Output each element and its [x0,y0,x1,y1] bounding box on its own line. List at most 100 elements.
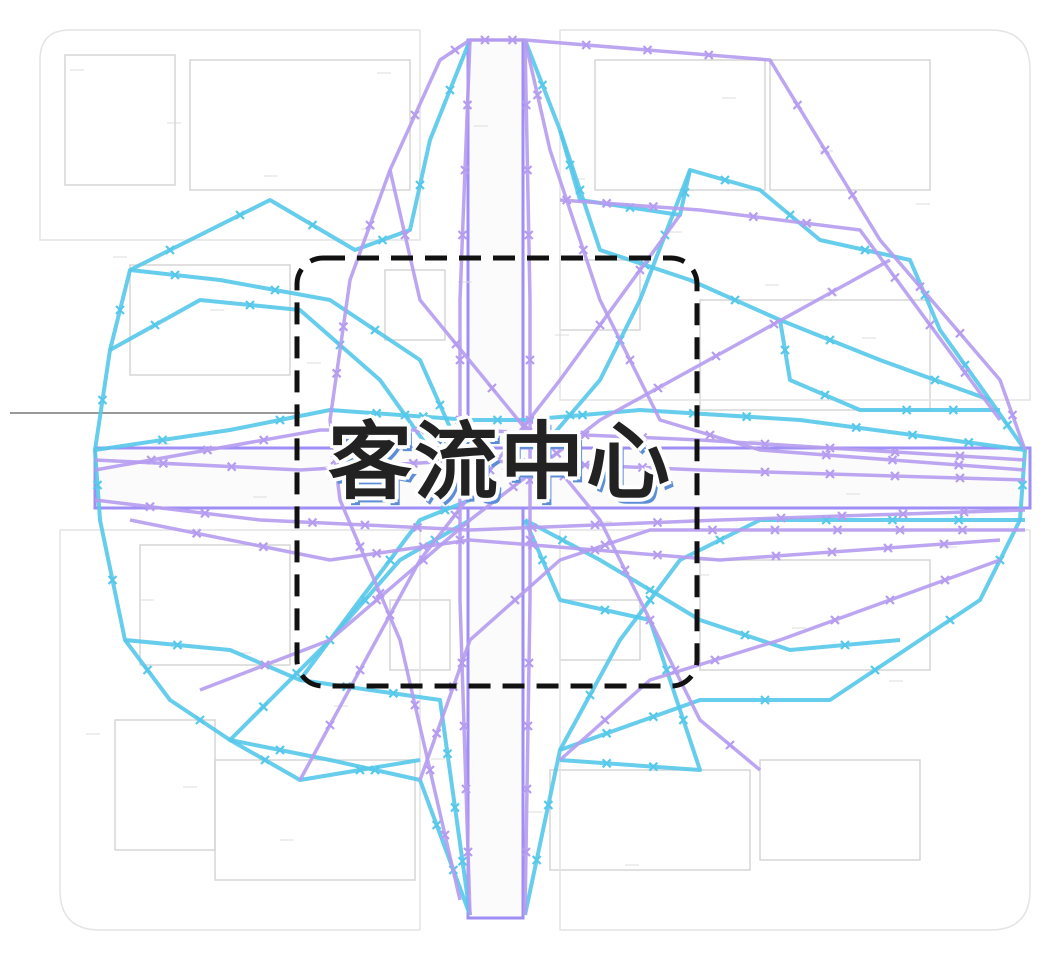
x-marker [291,668,302,679]
x-marker [955,451,965,461]
x-marker [769,319,779,329]
x-marker [870,665,880,675]
x-marker [371,408,382,419]
building-block [384,269,446,341]
x-marker [585,690,595,700]
x-marker [307,220,318,230]
x-marker [170,270,180,280]
x-marker [97,395,108,405]
x-marker [645,595,655,605]
x-marker [887,455,898,465]
x-marker [957,525,968,535]
x-marker [825,335,835,345]
x-marker [460,165,470,175]
x-marker [600,605,610,615]
x-marker [195,715,205,725]
x-marker [760,695,770,705]
x-marker [435,400,445,410]
x-marker [707,525,718,535]
purple-route [199,258,891,692]
x-marker [457,230,468,240]
x-marker [487,383,497,393]
x-marker [565,410,575,420]
x-marker [522,165,533,175]
x-marker [531,855,542,865]
x-marker [637,462,648,473]
x-marker [825,443,835,453]
cyan-route [558,518,1025,751]
x-marker [202,445,213,455]
x-marker [890,447,900,457]
x-marker [455,355,465,365]
x-marker [953,515,964,525]
outline-sw [59,529,421,931]
x-marker [142,665,153,675]
building-block [769,59,931,191]
purple-route [559,198,1002,422]
x-marker [521,847,531,857]
x-marker [146,455,157,465]
x-marker [455,415,465,425]
x-marker [559,471,569,481]
x-marker [575,185,585,195]
x-marker [410,700,420,710]
building-block [759,759,921,861]
x-marker [258,701,269,712]
x-marker [523,230,534,240]
building-block [594,59,766,191]
x-marker [652,550,663,560]
x-marker [425,765,435,775]
x-marker [370,325,380,335]
x-marker [260,755,270,765]
x-marker [459,721,469,731]
cyan-route [129,268,462,451]
floorplan-background [10,29,1032,931]
x-marker [145,501,155,512]
x-marker [400,410,410,420]
x-marker [275,745,285,755]
x-marker [776,513,786,523]
center-region-layer [294,255,700,689]
x-marker [901,405,912,415]
outline-ne [559,29,1031,401]
x-marker [92,480,103,490]
x-marker [898,509,908,519]
x-marker [150,320,160,330]
x-marker [887,515,898,525]
x-marker [705,430,715,440]
x-marker [450,45,460,55]
x-marker [740,630,750,640]
purple-route [94,428,1026,472]
x-marker [537,80,548,90]
x-marker [412,522,423,533]
x-marker [508,481,519,492]
x-marker [770,525,780,535]
x-marker [785,210,795,220]
x-marker [543,800,554,810]
x-marker [959,507,969,517]
x-marker [820,145,830,155]
x-marker [445,85,455,95]
building-block [549,769,751,871]
x-marker [385,610,395,620]
x-marker [940,575,950,585]
x-marker [860,245,870,255]
x-marker [158,458,169,469]
x-marker [455,475,465,485]
x-marker [825,469,835,479]
x-marker [385,555,395,565]
x-marker [601,728,612,739]
x-marker [645,585,655,595]
x-marker [600,715,610,725]
x-marker [431,820,442,830]
x-marker [625,355,635,365]
x-marker [245,300,255,310]
x-marker [801,218,812,229]
x-marker [463,847,473,857]
building-block [189,59,411,191]
x-marker [925,320,935,330]
x-marker [832,525,843,535]
x-marker [847,190,858,200]
x-marker [440,830,450,840]
